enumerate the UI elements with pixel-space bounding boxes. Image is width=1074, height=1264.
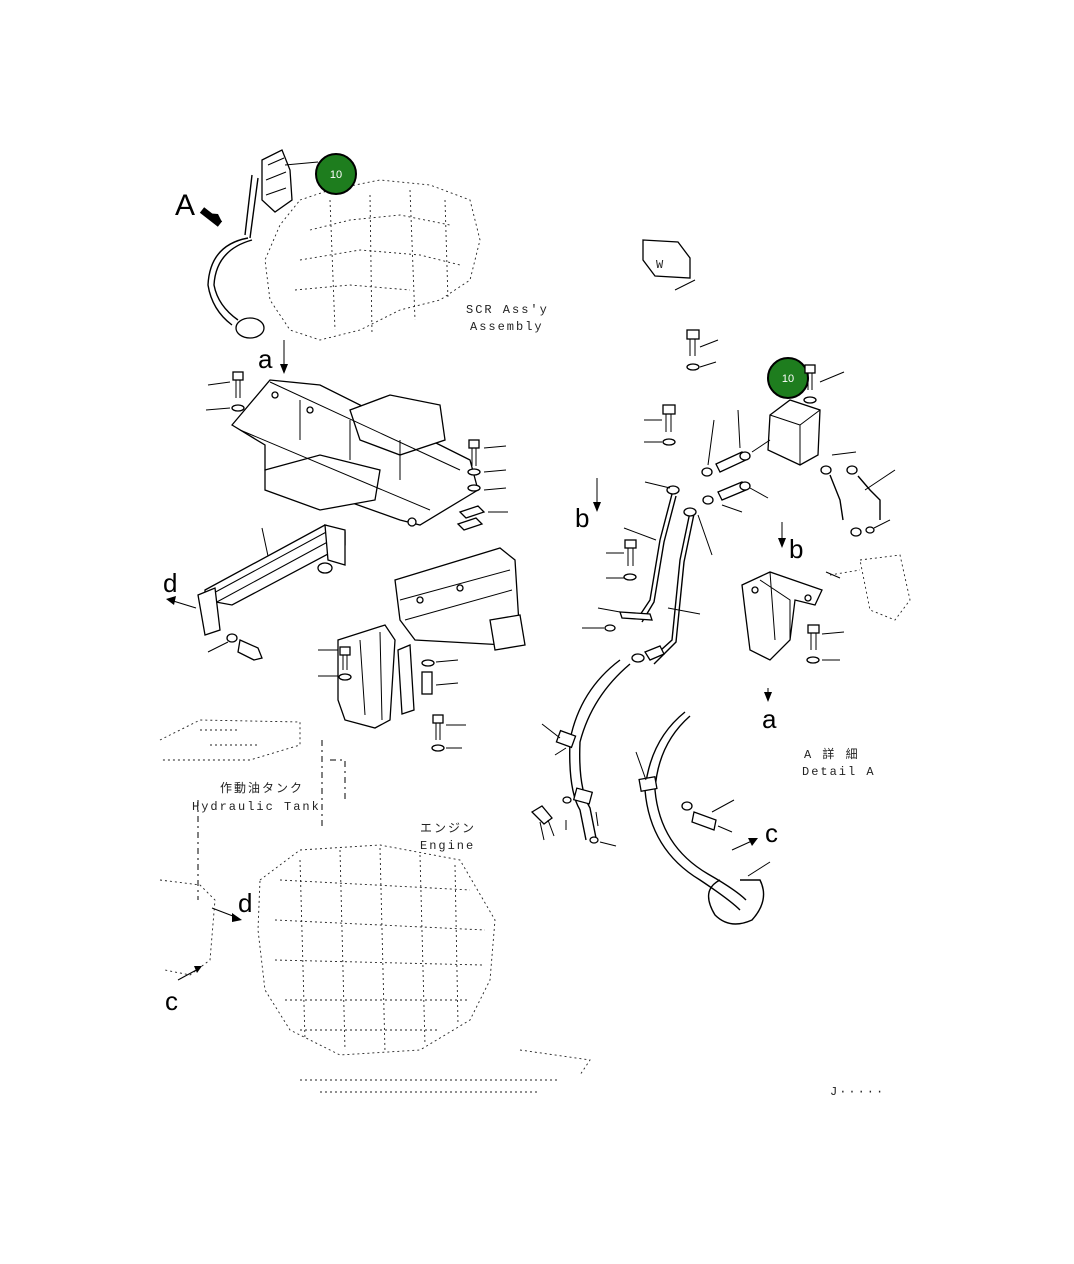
- engine-sketch: [159, 844, 591, 1093]
- right-bolts-upper: [644, 329, 719, 446]
- tank-note-jp: 作動油タンク: [220, 781, 304, 796]
- callout-10-right-number: 10: [782, 373, 794, 385]
- view-label-a-top: a: [258, 344, 273, 374]
- drawing-number: J·····: [830, 1085, 885, 1099]
- flexible-hoses: [541, 659, 765, 925]
- view-arrow-a: A: [175, 189, 223, 227]
- callout-10-right[interactable]: 10: [767, 357, 809, 399]
- view-label-A: A: [175, 189, 195, 222]
- scr-note-line2: Assembly: [470, 320, 544, 334]
- arrow-b-left: b: [575, 478, 601, 533]
- hose-fittings: [701, 409, 896, 537]
- view-label-b-right: b: [789, 534, 803, 564]
- hydraulic-pipes: [582, 481, 713, 665]
- detail-note-en: Detail A: [802, 765, 876, 779]
- beam-bolt: [207, 633, 263, 661]
- right-bracket-upper: [767, 364, 845, 466]
- engine-note-jp: エンジン: [420, 822, 476, 836]
- tank-note-en: Hydraulic Tank: [192, 800, 321, 814]
- arrow-c-right: c: [731, 818, 778, 877]
- view-label-c-left: c: [165, 986, 178, 1016]
- arrow-c-left: c: [165, 966, 202, 1016]
- frame-bolts: [205, 371, 508, 531]
- rear-frame: [337, 547, 526, 729]
- rear-frame-bolts: [318, 646, 466, 752]
- w-label-plate: W: [642, 239, 696, 291]
- engine-note-en: Engine: [420, 839, 475, 853]
- callout-10-top-number: 10: [330, 169, 342, 181]
- arrow-b-right: b: [778, 522, 803, 564]
- detail-sketch-right: [829, 554, 911, 621]
- scr-bracket: [207, 149, 319, 339]
- arrow-a-right: a: [762, 688, 777, 734]
- detail-note-jp: A 詳 細: [804, 746, 860, 762]
- arrow-a-top: a: [258, 340, 288, 374]
- hydraulic-tank-sketch: [159, 719, 346, 900]
- callout-10-top[interactable]: 10: [315, 153, 357, 195]
- main-frame: [231, 379, 479, 527]
- scr-note-line1: SCR Ass'y: [466, 303, 549, 317]
- view-label-d-left: d: [163, 568, 177, 598]
- w-label-text: W: [656, 258, 665, 272]
- scr-assembly-sketch: [264, 179, 481, 341]
- view-label-c-right: c: [765, 818, 778, 848]
- view-label-a-right: a: [762, 704, 777, 734]
- view-label-d-bottom: d: [238, 888, 252, 918]
- hose-bolts: [530, 796, 735, 847]
- view-label-b-left: b: [575, 503, 589, 533]
- side-beam: [197, 524, 346, 636]
- pipe-bolts: [606, 539, 637, 581]
- arrow-d-left: d: [163, 568, 197, 609]
- right-bracket-lower: [741, 571, 845, 664]
- arrow-d-bottom: d: [211, 888, 252, 922]
